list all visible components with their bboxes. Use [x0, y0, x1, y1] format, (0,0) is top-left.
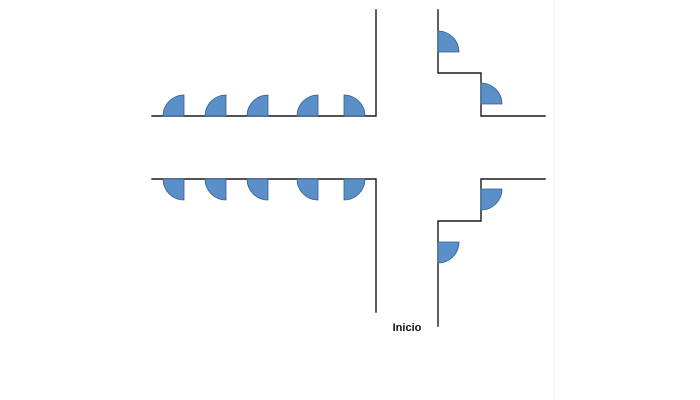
door-swing-bottom-3 [246, 178, 269, 201]
door-swing-top-3 [246, 94, 269, 117]
door-swing-bottom-2 [204, 178, 227, 201]
start-label: Inicio [393, 322, 422, 334]
door-swing-top-1 [162, 94, 185, 117]
door-swing-upper-right-2 [480, 82, 503, 105]
door-swing-top-2 [204, 94, 227, 117]
door-swing-bottom-4 [296, 178, 319, 201]
lower-left-wall [151, 178, 377, 313]
upper-left-wall [151, 9, 377, 117]
door-swing-top-4 [296, 94, 319, 117]
door-swing-upper-right-1 [437, 30, 460, 53]
door-swing-lower-right-2 [437, 241, 460, 264]
door-swing-bottom-5 [343, 178, 366, 201]
door-swing-top-5 [343, 94, 366, 117]
door-swing-bottom-1 [162, 178, 185, 201]
door-swing-lower-right-1 [480, 188, 503, 211]
